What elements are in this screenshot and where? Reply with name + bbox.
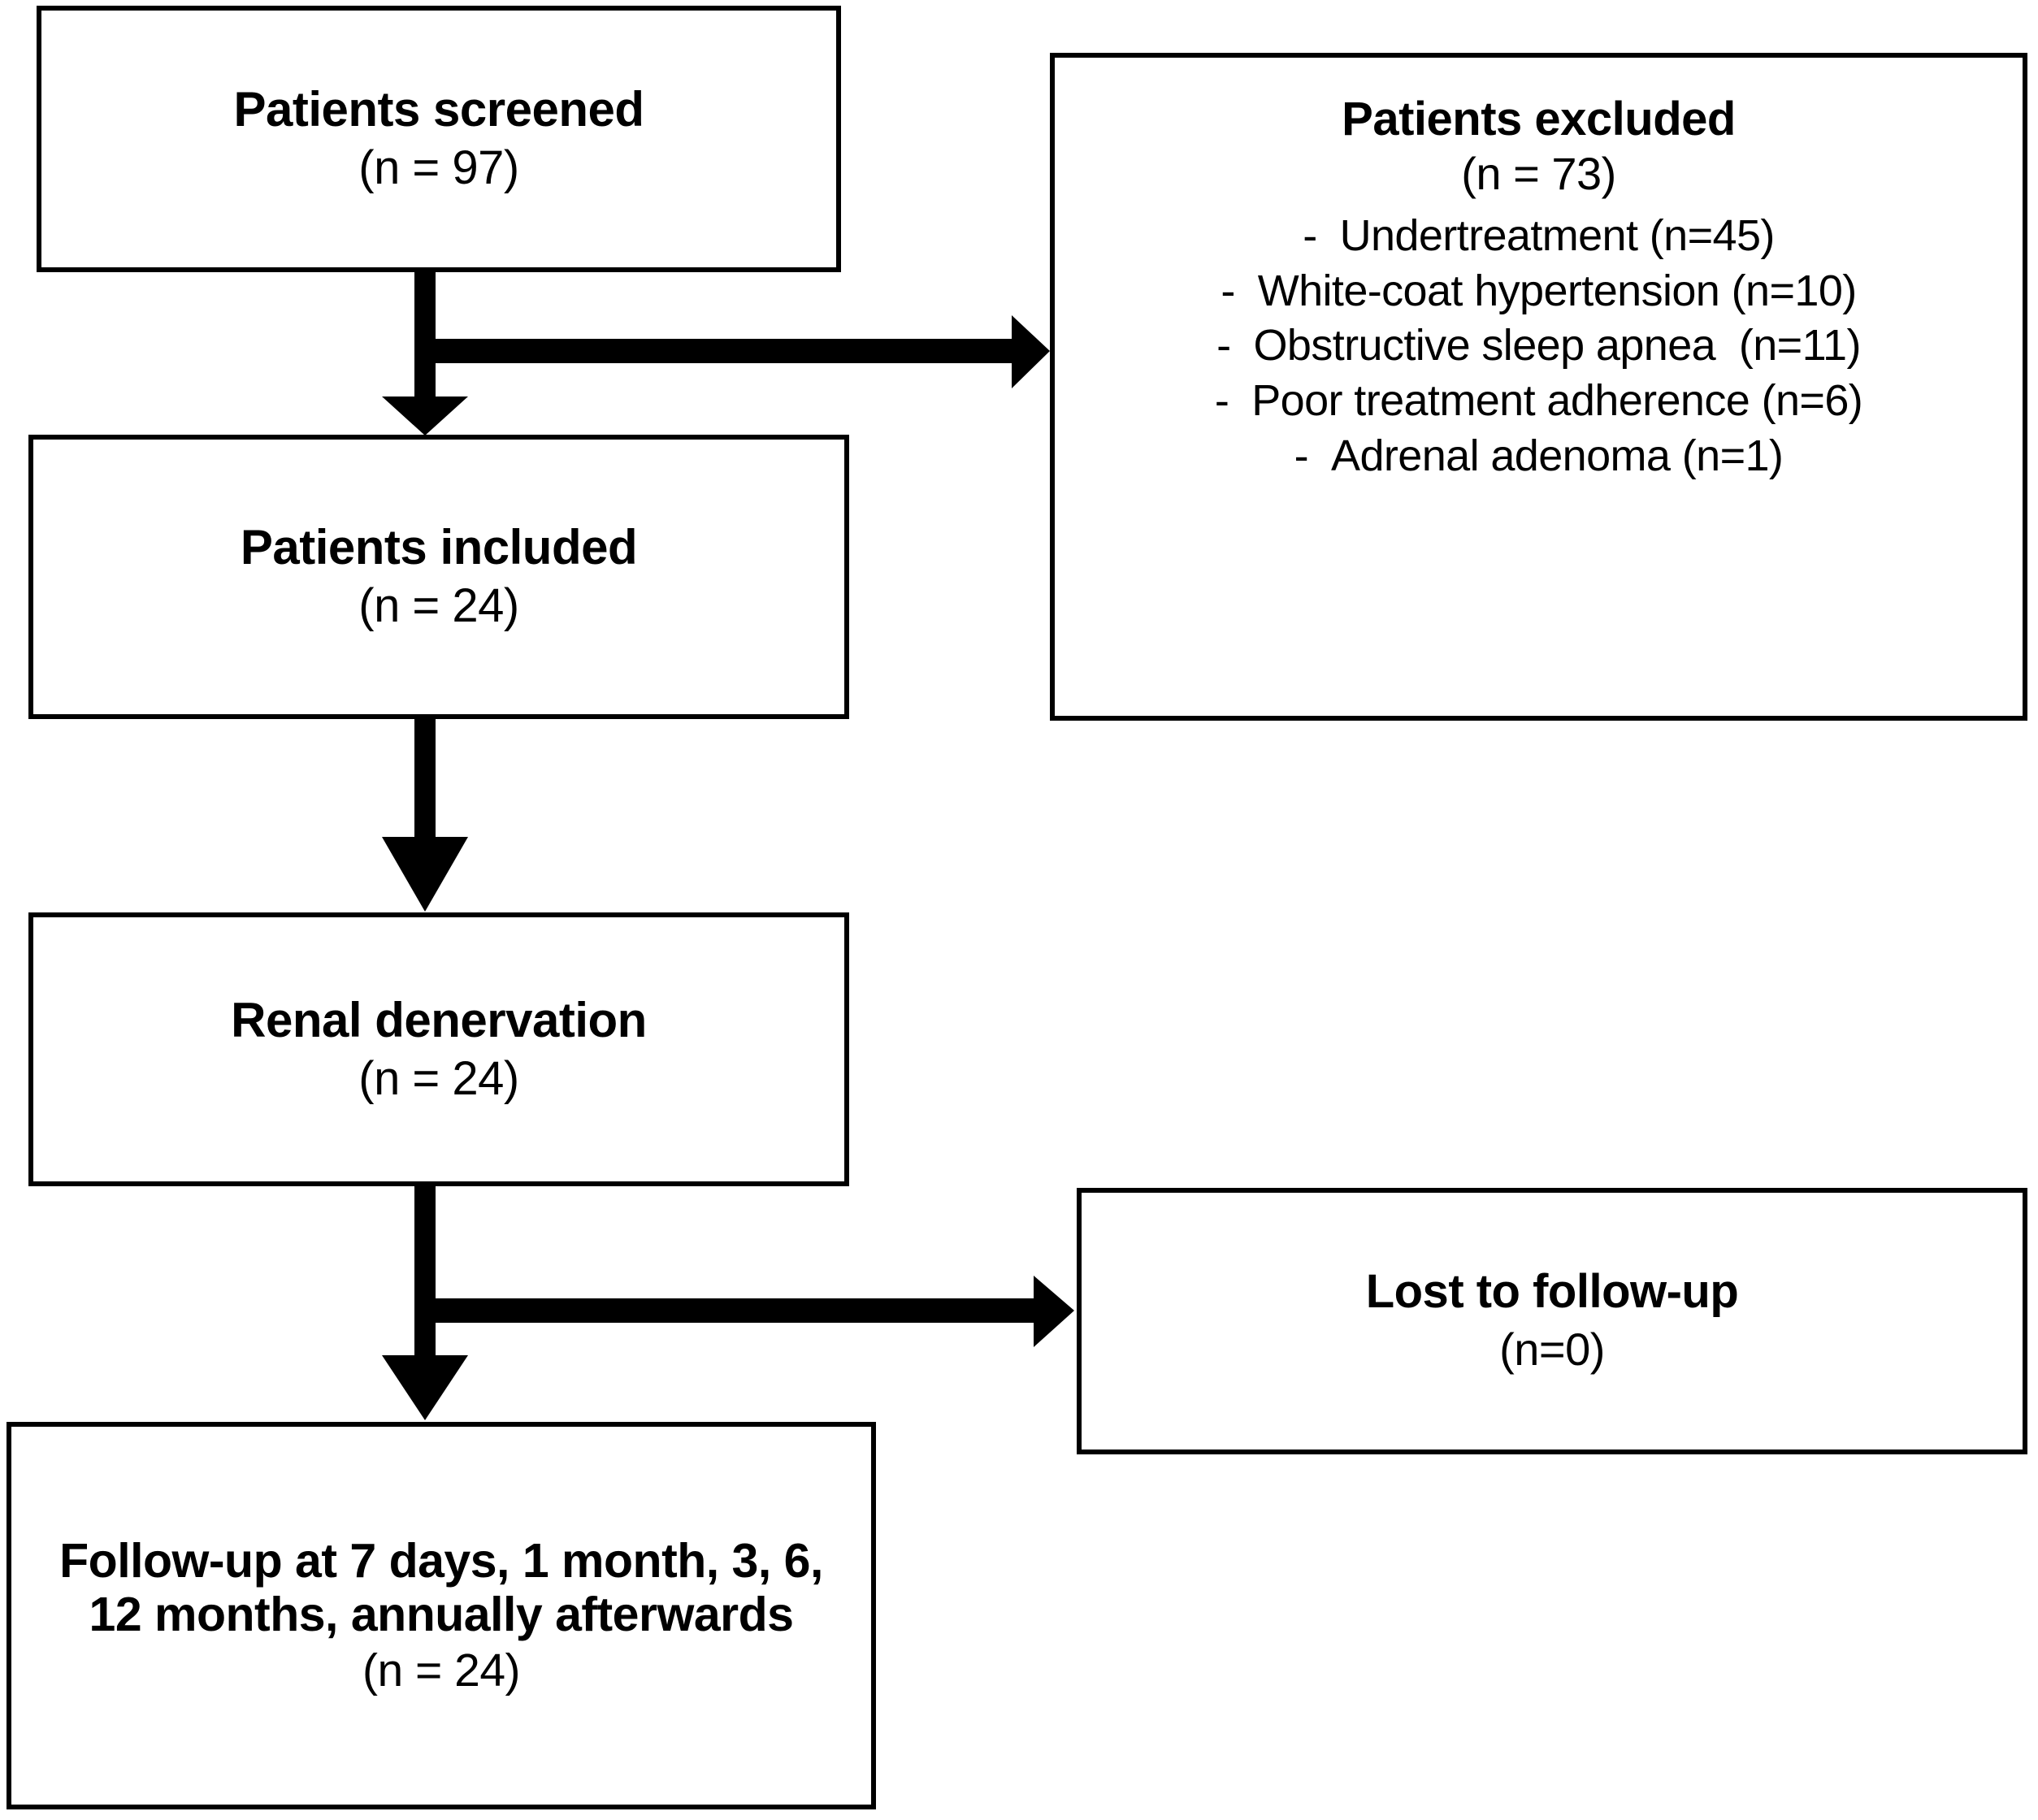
connector-screened-to-excluded [425,315,1050,388]
connector-denervation-to-lost [425,1276,1074,1347]
connector-screened-to-included [382,272,468,436]
node-title: Patients included [240,520,638,575]
node-count: (n = 73) [1461,147,1616,199]
node-count: (n = 24) [362,1644,521,1696]
node-title: Follow-up at 7 days, 1 month, 3, 6, 12 m… [59,1533,823,1641]
bullet-dash-icon: - [1221,266,1235,315]
exclusion-reason-list: -Undertreatment (n=45) -White-coat hyper… [1055,211,2023,486]
bullet-dash-icon: - [1303,211,1317,261]
node-patients-included: Patients included (n = 24) [28,435,849,719]
list-item: -Obstructive sleep apnea (n=11) [1055,321,2023,371]
list-item-label: Undertreatment (n=45) [1339,211,1776,261]
node-count: (n=0) [1499,1324,1605,1376]
node-count: (n = 24) [358,579,519,633]
list-item: -Undertreatment (n=45) [1055,211,2023,262]
list-item-label: White-coat hypertension (n=10) [1257,266,1858,315]
node-title: Lost to follow-up [1365,1265,1739,1319]
node-title: Patients screened [233,82,644,137]
list-item-label: Adrenal adenoma (n=1) [1331,431,1784,480]
node-renal-denervation: Renal denervation (n = 24) [28,912,849,1186]
list-item-label: Obstructive sleep apnea (n=11) [1253,321,1862,370]
node-lost-to-follow-up: Lost to follow-up (n=0) [1077,1188,2027,1454]
list-item: -Poor treatment adherence (n=6) [1055,376,2023,427]
node-count: (n = 24) [358,1051,519,1105]
list-item: -White-coat hypertension (n=10) [1055,266,2023,317]
bullet-dash-icon: - [1214,375,1229,425]
node-count: (n = 97) [358,141,519,195]
bullet-dash-icon: - [1294,431,1309,480]
list-item-label: Poor treatment adherence (n=6) [1251,375,1863,425]
node-follow-up-schedule: Follow-up at 7 days, 1 month, 3, 6, 12 m… [7,1422,876,1809]
list-item: -Adrenal adenoma (n=1) [1055,431,2023,482]
node-patients-screened: Patients screened (n = 97) [37,6,841,272]
node-title: Renal denervation [231,992,647,1047]
bullet-dash-icon: - [1216,321,1231,370]
connector-included-to-denervation [382,719,468,912]
connector-denervation-to-followup [382,1186,468,1420]
node-title: Patients excluded [1342,93,1736,145]
node-patients-excluded: Patients excluded (n = 73) -Undertreatme… [1050,53,2027,721]
